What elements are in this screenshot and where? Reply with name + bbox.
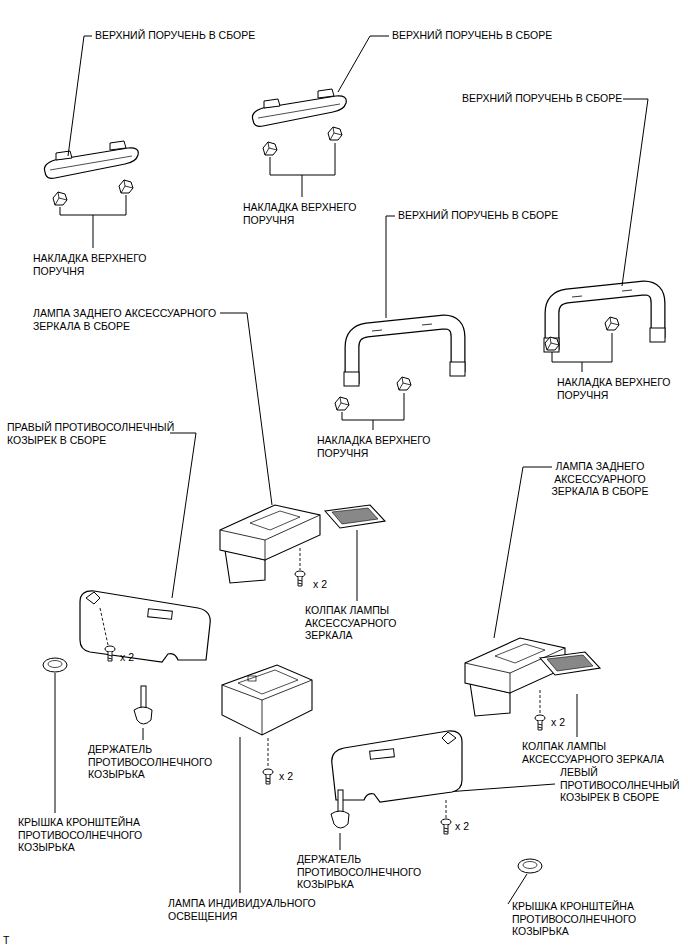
part-label: НАКЛАДКА ВЕРХНЕГО ПОРУЧНЯ [33, 252, 158, 277]
quantity-label: x 2 [455, 820, 469, 833]
quantity-label: x 2 [279, 770, 293, 783]
quantity-label: x 2 [120, 651, 134, 664]
quantity-label: x 2 [551, 716, 565, 729]
part-label: НАКЛАДКА ВЕРХНЕГО ПОРУЧНЯ [557, 376, 682, 401]
quantity-label: x 2 [313, 578, 327, 591]
part-label: КОЛПАК ЛАМПЫ АКСЕССУАРНОГО ЗЕРКАЛА [522, 740, 680, 765]
part-label: ДЕРЖАТЕЛЬ ПРОТИВОСОЛНЕЧНОГО КОЗЫРЬКА [88, 743, 216, 781]
part-label: ЛАМПА ЗАДНЕГО АКСЕССУАРНОГО ЗЕРКАЛА В СБ… [545, 460, 655, 498]
part-label: КРЫШКА КРОНШТЕЙНА ПРОТИВОСОЛНЕЧНОГО КОЗЫ… [18, 816, 146, 854]
part-label: ВЕРХНИЙ ПОРУЧЕНЬ В СБОРЕ [462, 92, 622, 105]
part-label: НАКЛАДКА ВЕРХНЕГО ПОРУЧНЯ [317, 434, 442, 459]
part-label: ДЕРЖАТЕЛЬ ПРОТИВОСОЛНЕЧНОГО КОЗЫРЬКА [297, 853, 425, 891]
part-label: ВЕРХНИЙ ПОРУЧЕНЬ В СБОРЕ [398, 209, 558, 222]
part-label: ВЕРХНИЙ ПОРУЧЕНЬ В СБОРЕ [392, 29, 552, 42]
part-label: КОЛПАК ЛАМПЫ АКСЕССУАРНОГО ЗЕРКАЛА [305, 604, 405, 642]
part-label: ЛАМПА ИНДИВИДУАЛЬНОГО ОСВЕЩЕНИЯ [168, 897, 320, 922]
part-label: ВЕРХНИЙ ПОРУЧЕНЬ В СБОРЕ [95, 29, 255, 42]
part-label: ЛАМПА ЗАДНЕГО АКСЕССУАРНОГО ЗЕРКАЛА В СБ… [33, 307, 225, 332]
part-label: НАКЛАДКА ВЕРХНЕГО ПОРУЧНЯ [243, 201, 368, 226]
part-label: КРЫШКА КРОНШТЕЙНА ПРОТИВОСОЛНЕЧНОГО КОЗЫ… [512, 900, 640, 938]
figure-code: T [3, 934, 9, 947]
part-label: ЛЕВЫЙ ПРОТИВОСОЛНЕЧНЫЙ КОЗЫРЕК В СБОРЕ [560, 766, 680, 804]
part-label: ПРАВЫЙ ПРОТИВОСОЛНЕЧНЫЙ КОЗЫРЕК В СБОРЕ [7, 421, 175, 446]
